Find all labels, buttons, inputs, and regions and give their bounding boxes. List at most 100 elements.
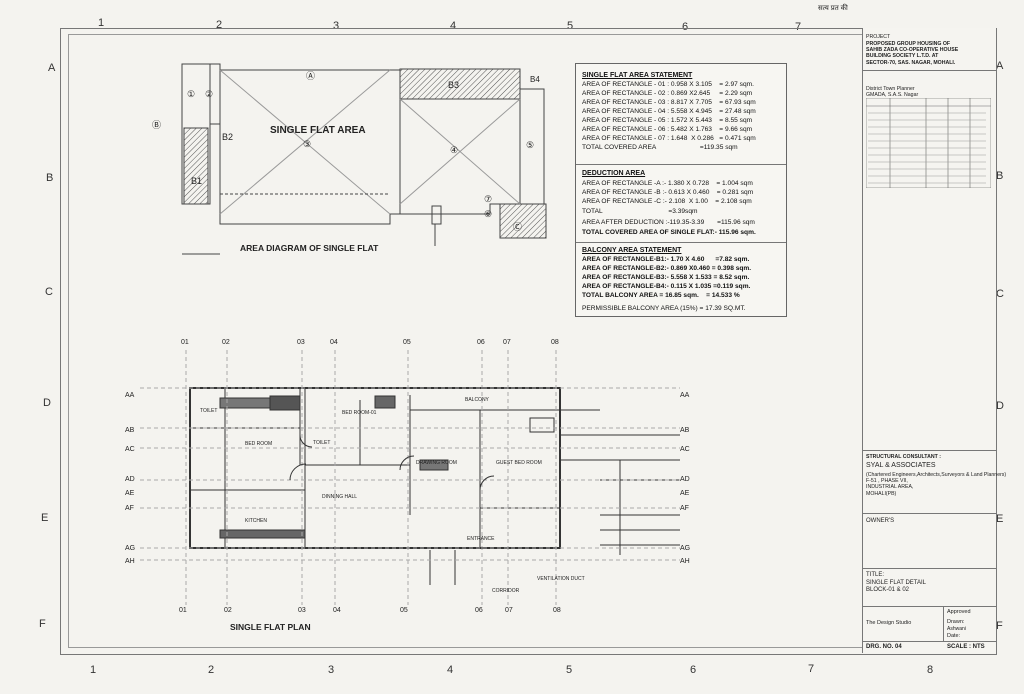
plan-row-af-right: AF xyxy=(680,505,689,512)
plan-col-02: 02 xyxy=(222,339,230,346)
grid-row-e-left: E xyxy=(41,512,49,524)
plan-row-ah-right: AH xyxy=(680,558,690,565)
plan-row-ab: AB xyxy=(125,427,135,434)
grid-col-3-top: 3 xyxy=(333,20,340,32)
grid-col-4-top: 4 xyxy=(450,20,457,32)
plan-col-01-bottom: 01 xyxy=(179,607,187,614)
plan-row-ae: AE xyxy=(125,490,135,497)
balcony-line-2: AREA OF RECTANGLE-B2:- 0.869 X0.460 = 0.… xyxy=(582,265,752,272)
project-label: PROJECT xyxy=(866,34,891,40)
grid-row-c-left: C xyxy=(45,286,53,298)
deduction-line-c: AREA OF RECTANGLE -C :- 2.108 X 1.00 = 2… xyxy=(582,198,752,205)
drawing-number: DRG. NO. 04 xyxy=(866,644,902,650)
plan-row-ac-right: AC xyxy=(680,446,690,453)
grid-col-5-top: 5 xyxy=(567,20,574,32)
grid-col-7-top: 7 xyxy=(795,21,802,33)
room-ventilation-duct: VENTILATION DUCT xyxy=(537,576,585,582)
floor-plan-title: SINGLE FLAT PLAN xyxy=(230,622,311,632)
grid-row-a-left: A xyxy=(48,62,56,74)
zone-b2-label: B2 xyxy=(222,132,234,142)
separator xyxy=(943,606,944,641)
plan-col-08-bottom: 08 xyxy=(553,607,561,614)
room-bed-room: BED ROOM xyxy=(245,441,273,447)
grid-row-f-left: F xyxy=(39,618,46,630)
plan-col-07: 07 xyxy=(503,339,511,346)
separator xyxy=(863,568,996,569)
grid-col-2-top: 2 xyxy=(216,19,223,31)
plan-col-03: 03 xyxy=(297,339,305,346)
balcony-total: TOTAL BALCONY AREA = 16.85 sqm. = 14.533… xyxy=(582,292,740,299)
title-label: TITLE: xyxy=(866,572,885,578)
area-diagram-title: AREA DIAGRAM OF SINGLE FLAT xyxy=(240,243,379,253)
structural-consultant-label: STRUCTURAL CONSULTANT : xyxy=(866,454,941,460)
flat-line-3: AREA OF RECTANGLE - 03 : 8.817 X 7.705 =… xyxy=(582,99,756,106)
drawn-label: Drawn: xyxy=(947,619,965,625)
flat-line-5: AREA OF RECTANGLE - 05 : 1.572 X 5.443 =… xyxy=(582,117,753,124)
deduction-line-b: AREA OF RECTANGLE -B :- 0.613 X 0.460 = … xyxy=(582,189,754,196)
separator xyxy=(576,242,786,243)
separator xyxy=(863,513,996,514)
plan-row-ag: AG xyxy=(125,545,136,552)
grid-row-b-left: B xyxy=(46,172,54,184)
grid-col-2-bottom: 2 xyxy=(208,664,215,676)
grid-row-d-right: D xyxy=(996,400,1004,412)
plan-col-03-bottom: 03 xyxy=(298,607,306,614)
grid-col-5-bottom: 5 xyxy=(566,664,573,676)
project-name: PROPOSED GROUP HOUSING OF SAHIB ZADA CO-… xyxy=(866,41,959,66)
deduction-heading: DEDUCTION AREA xyxy=(582,170,646,177)
area-after-deduction: AREA AFTER DEDUCTION :-119.35-3.39 =115.… xyxy=(582,219,755,226)
approved-label: Approved xyxy=(947,609,971,615)
top-stamp: सत्य प्रत की xyxy=(818,5,848,12)
town-planner-stamp: District Town Planner GMADA, S.A.S. Naga… xyxy=(866,86,919,99)
room-corridor: CORRIDOR xyxy=(492,588,520,594)
separator xyxy=(863,70,996,71)
architect-name: The Design Studio xyxy=(866,620,912,626)
plan-row-af: AF xyxy=(125,505,134,512)
plan-col-04: 04 xyxy=(330,339,338,346)
date-label: Date: xyxy=(947,633,961,639)
grid-col-3-bottom: 3 xyxy=(328,664,335,676)
separator xyxy=(863,450,996,451)
room-kitchen: KITCHEN xyxy=(245,518,267,524)
zone-4-marker: ④ xyxy=(450,145,459,155)
plan-row-aa-right: AA xyxy=(680,392,690,399)
grid-col-7-bottom: 7 xyxy=(808,663,815,675)
grid-col-1-bottom: 1 xyxy=(90,664,97,676)
room-toilet-2: TOILET xyxy=(313,440,331,446)
floor-plan-drawing xyxy=(140,350,680,605)
room-drawing-room: DRAWING ROOM xyxy=(416,460,457,466)
grid-row-c-right: C xyxy=(996,288,1004,300)
room-toilet-1: TOILET xyxy=(200,408,218,414)
grid-col-1-top: 1 xyxy=(98,17,105,29)
plan-col-05-bottom: 05 xyxy=(400,607,408,614)
plan-col-07-bottom: 07 xyxy=(505,607,513,614)
sheet-frame xyxy=(60,28,997,655)
room-balcony: BALCONY xyxy=(465,397,489,403)
plan-row-ae-right: AE xyxy=(680,490,690,497)
room-entrance: ENTRANCE xyxy=(467,536,495,542)
plan-col-04-bottom: 04 xyxy=(333,607,341,614)
zone-c-marker: Ⓒ xyxy=(513,222,523,232)
room-guest-bed-room: GUEST BED ROOM xyxy=(496,460,542,466)
zone-3-marker: ③ xyxy=(303,139,312,149)
grid-row-b-right: B xyxy=(996,170,1004,182)
flat-line-6: AREA OF RECTANGLE - 06 : 5.482 X 1.763 =… xyxy=(582,126,753,133)
sheet-title: SINGLE FLAT DETAIL BLOCK-01 & 02 xyxy=(866,580,927,593)
zone-6-marker: ⑥ xyxy=(484,209,493,219)
zone-b3-label: B3 xyxy=(448,80,460,90)
structural-consultant-address: (Chartered Engineers,Architects,Surveyor… xyxy=(866,472,1007,497)
owners-label: OWNER'S xyxy=(866,518,895,524)
grid-col-6-top: 6 xyxy=(682,21,689,33)
plan-col-08: 08 xyxy=(551,339,559,346)
separator xyxy=(863,606,996,607)
zone-1-marker: ① xyxy=(187,89,196,99)
separator xyxy=(576,164,786,165)
deduction-line-a: AREA OF RECTANGLE -A :- 1.380 X 0.728 = … xyxy=(582,180,753,187)
drawing-scale: SCALE : NTS xyxy=(947,644,985,650)
area-diagram xyxy=(181,63,547,255)
plan-row-aa: AA xyxy=(125,392,135,399)
flat-total: TOTAL COVERED AREA =119.35 sqm xyxy=(582,144,738,151)
deduction-total: TOTAL =3.39sqm xyxy=(582,208,698,215)
zone-2-marker: ② xyxy=(205,89,214,99)
zone-b1-label: B1 xyxy=(191,176,203,186)
